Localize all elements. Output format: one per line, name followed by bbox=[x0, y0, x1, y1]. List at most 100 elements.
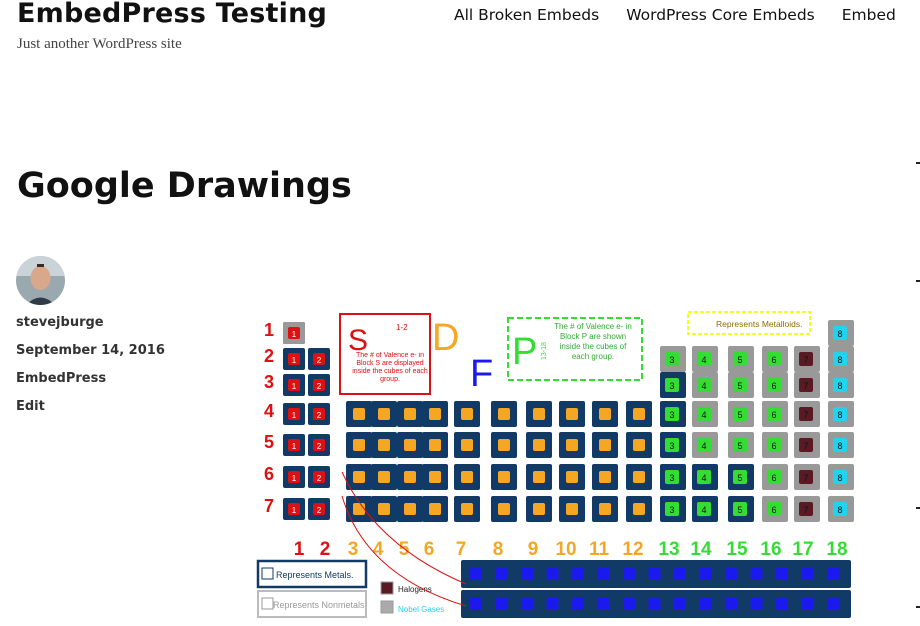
avatar[interactable] bbox=[16, 256, 65, 305]
d-block-cube bbox=[566, 439, 578, 451]
d-block-cube bbox=[429, 471, 441, 483]
post-category[interactable]: EmbedPress bbox=[16, 371, 107, 386]
d-block-cube bbox=[599, 439, 611, 451]
p-block-cube bbox=[767, 352, 781, 366]
f-block-cube bbox=[725, 598, 737, 610]
cube-number: 5 bbox=[737, 381, 742, 391]
noble-gas-cube bbox=[833, 352, 847, 366]
f-block-cube bbox=[674, 568, 686, 580]
period-label: 5 bbox=[264, 432, 274, 452]
d-block-cube bbox=[498, 408, 510, 420]
group-label: 5 bbox=[399, 539, 410, 560]
d-block-cube bbox=[633, 503, 645, 515]
post-edit-link[interactable]: Edit bbox=[16, 399, 45, 414]
d-block-cube bbox=[404, 503, 416, 515]
d-block-letter: D bbox=[432, 317, 459, 359]
group-label: 4 bbox=[373, 539, 384, 560]
cube-number: 2 bbox=[317, 474, 322, 483]
d-block-cube bbox=[461, 408, 473, 420]
cube-number: 6 bbox=[771, 410, 776, 420]
cube-number: 6 bbox=[771, 355, 776, 365]
sidebar-rule bbox=[916, 162, 920, 164]
cube-number: 1 bbox=[292, 330, 297, 339]
f-block-cube bbox=[801, 568, 814, 580]
f-block-cube bbox=[470, 568, 482, 580]
f-block-cube bbox=[827, 598, 839, 610]
f-block-cube bbox=[750, 598, 763, 610]
cube-number: 8 bbox=[837, 381, 842, 391]
p-block-cube bbox=[767, 502, 781, 516]
cube-number: 2 bbox=[317, 506, 322, 515]
site-tagline: Just another WordPress site bbox=[17, 36, 182, 52]
halogens-legend-cube bbox=[380, 581, 394, 595]
f-block-cube bbox=[572, 598, 584, 610]
cube-number: 8 bbox=[837, 505, 842, 515]
p-block-cube bbox=[767, 470, 781, 484]
s-block-box bbox=[339, 313, 431, 395]
d-block-cube bbox=[599, 471, 611, 483]
p-block-cube bbox=[733, 470, 747, 484]
cube-number: 7 bbox=[803, 473, 808, 483]
period-label: 4 bbox=[264, 401, 274, 421]
d-block-cube bbox=[429, 503, 441, 515]
s-block-cube bbox=[288, 439, 300, 451]
cube-number: 1 bbox=[292, 474, 297, 483]
cube-number: 4 bbox=[701, 410, 706, 420]
nav-item-wordpress-core-embeds[interactable]: WordPress Core Embeds bbox=[626, 6, 815, 24]
sidebar-rule bbox=[916, 280, 920, 282]
cube-number: 7 bbox=[803, 410, 808, 420]
cube-number: 2 bbox=[317, 382, 322, 391]
d-block-cube bbox=[533, 471, 545, 483]
s-block-cube bbox=[288, 471, 300, 483]
cube-number: 6 bbox=[771, 473, 776, 483]
p-block-cube bbox=[799, 352, 813, 366]
d-block-cube bbox=[429, 408, 441, 420]
p-block-cube bbox=[799, 470, 813, 484]
s-block-cube bbox=[288, 379, 300, 391]
metalloids-legend bbox=[687, 311, 811, 335]
s-block-cube bbox=[313, 408, 325, 420]
d-block-cube bbox=[599, 503, 611, 515]
nonmetals-legend-cube bbox=[261, 597, 274, 610]
f-block-cube bbox=[495, 568, 508, 580]
site-title[interactable]: EmbedPress Testing bbox=[17, 0, 328, 29]
f-block-cube bbox=[470, 598, 482, 610]
cube-number: 2 bbox=[317, 411, 322, 420]
f-block-cube bbox=[546, 568, 559, 580]
cube-number: 5 bbox=[737, 355, 742, 365]
f-block-letter: F bbox=[470, 353, 493, 395]
f-block-cube bbox=[623, 598, 635, 610]
p-block-cube bbox=[697, 470, 711, 484]
noble-gases-label: Nobel Gases bbox=[398, 605, 444, 614]
f-block-cube bbox=[699, 568, 712, 580]
noble-gas-cube bbox=[833, 326, 847, 340]
d-block-cube bbox=[353, 439, 365, 451]
post-author[interactable]: stevejburge bbox=[16, 315, 104, 330]
group-label: 11 bbox=[589, 539, 610, 560]
f-block-cube bbox=[674, 598, 686, 610]
nonmetals-legend bbox=[257, 590, 367, 618]
s-block-cube bbox=[313, 353, 325, 365]
f-block-cube bbox=[597, 568, 610, 580]
nav-item-all-broken-embeds[interactable]: All Broken Embeds bbox=[454, 6, 600, 24]
cube-number: 3 bbox=[669, 441, 674, 451]
f-block-cube bbox=[648, 568, 661, 580]
post-date[interactable]: September 14, 2016 bbox=[16, 343, 165, 358]
group-label: 8 bbox=[493, 539, 504, 560]
p-block-cube bbox=[767, 438, 781, 452]
cube-number: 5 bbox=[737, 505, 742, 515]
primary-nav: All Broken Embeds WordPress Core Embeds … bbox=[454, 6, 920, 24]
cube-number: 3 bbox=[669, 473, 674, 483]
s-block-cube bbox=[288, 327, 300, 339]
nav-item-embed[interactable]: Embed bbox=[841, 6, 896, 24]
cube-number: 6 bbox=[771, 441, 776, 451]
google-drawing-embed[interactable]: S 1-2 The # of Valence e- in Block S are… bbox=[256, 306, 856, 626]
period-label: 7 bbox=[264, 496, 274, 516]
d-block-cube bbox=[404, 471, 416, 483]
cube-number: 1 bbox=[292, 382, 297, 391]
p-block-cube bbox=[733, 438, 747, 452]
f-block-cube bbox=[750, 568, 763, 580]
cube-number: 3 bbox=[669, 355, 674, 365]
p-block-note: The # of Valence e- in Block P are shown… bbox=[554, 322, 632, 361]
p-block-cube bbox=[697, 352, 711, 366]
